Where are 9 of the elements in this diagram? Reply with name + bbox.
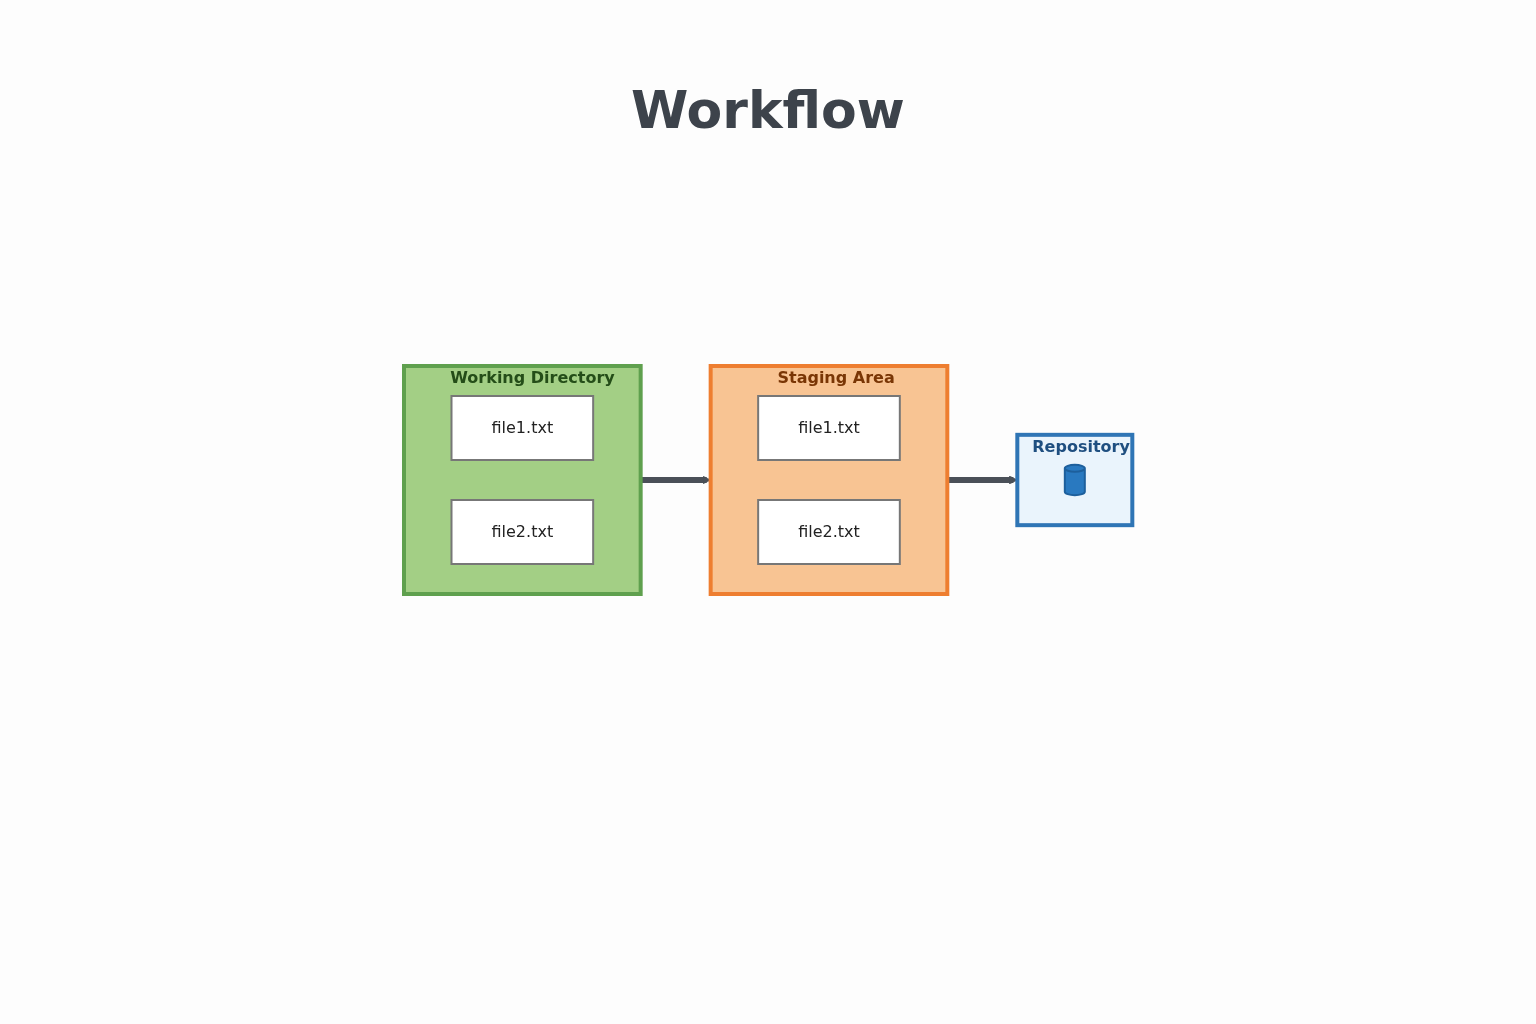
node-box: file2.txt — [450, 499, 594, 565]
node-box: file2.txt — [757, 499, 901, 565]
arrow — [947, 475, 1018, 485]
arrow — [640, 475, 711, 485]
node-box: file1.txt — [450, 395, 594, 461]
node-cylinder — [1063, 463, 1086, 497]
cluster: Repository — [1015, 432, 1135, 528]
diagram-title: Workflow — [630, 80, 906, 140]
node-box: file1.txt — [757, 395, 901, 461]
